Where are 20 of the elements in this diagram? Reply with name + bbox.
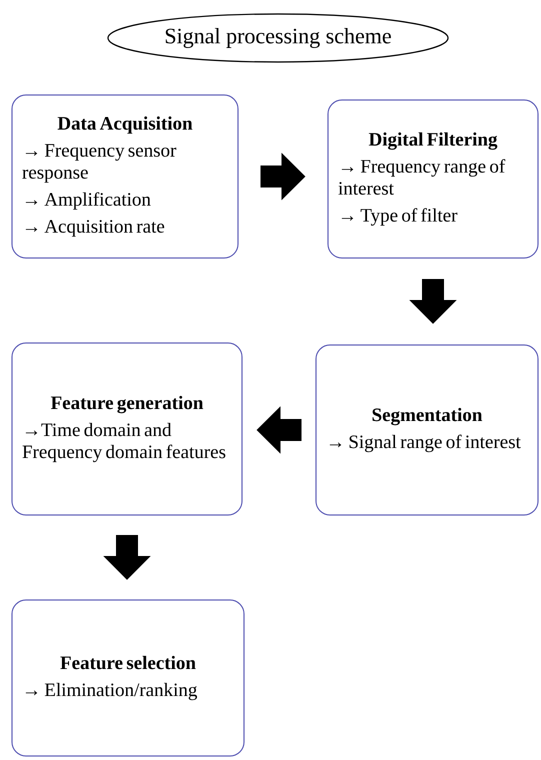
list-item: → Signal range of interest [330, 434, 521, 452]
box-heading: Feature generation [50, 396, 204, 414]
title-text: Signal processing scheme [166, 28, 391, 48]
list-item: → Frequency sensor response [22, 144, 176, 183]
list-item: → Acquisition rate [26, 220, 164, 237]
box-heading: Feature selection [60, 656, 196, 670]
box-heading: Segmentation [372, 408, 482, 426]
process-box [12, 94, 238, 258]
process-box [12, 600, 244, 756]
box-heading: Digital Filtering [368, 132, 498, 150]
list-item: → Amplification [26, 192, 151, 210]
process-box [328, 100, 538, 258]
list-item: → Type of filter [342, 208, 458, 226]
box-heading: Data Acquisition [58, 116, 192, 134]
process-box [12, 342, 242, 516]
list-item: → Frequency range of interest [338, 159, 506, 195]
process-box [316, 344, 538, 516]
title-ellipse [107, 13, 449, 63]
list-item: →Time domain and Frequency domain features [22, 422, 226, 462]
list-item: → Elimination/ranking [26, 682, 198, 700]
